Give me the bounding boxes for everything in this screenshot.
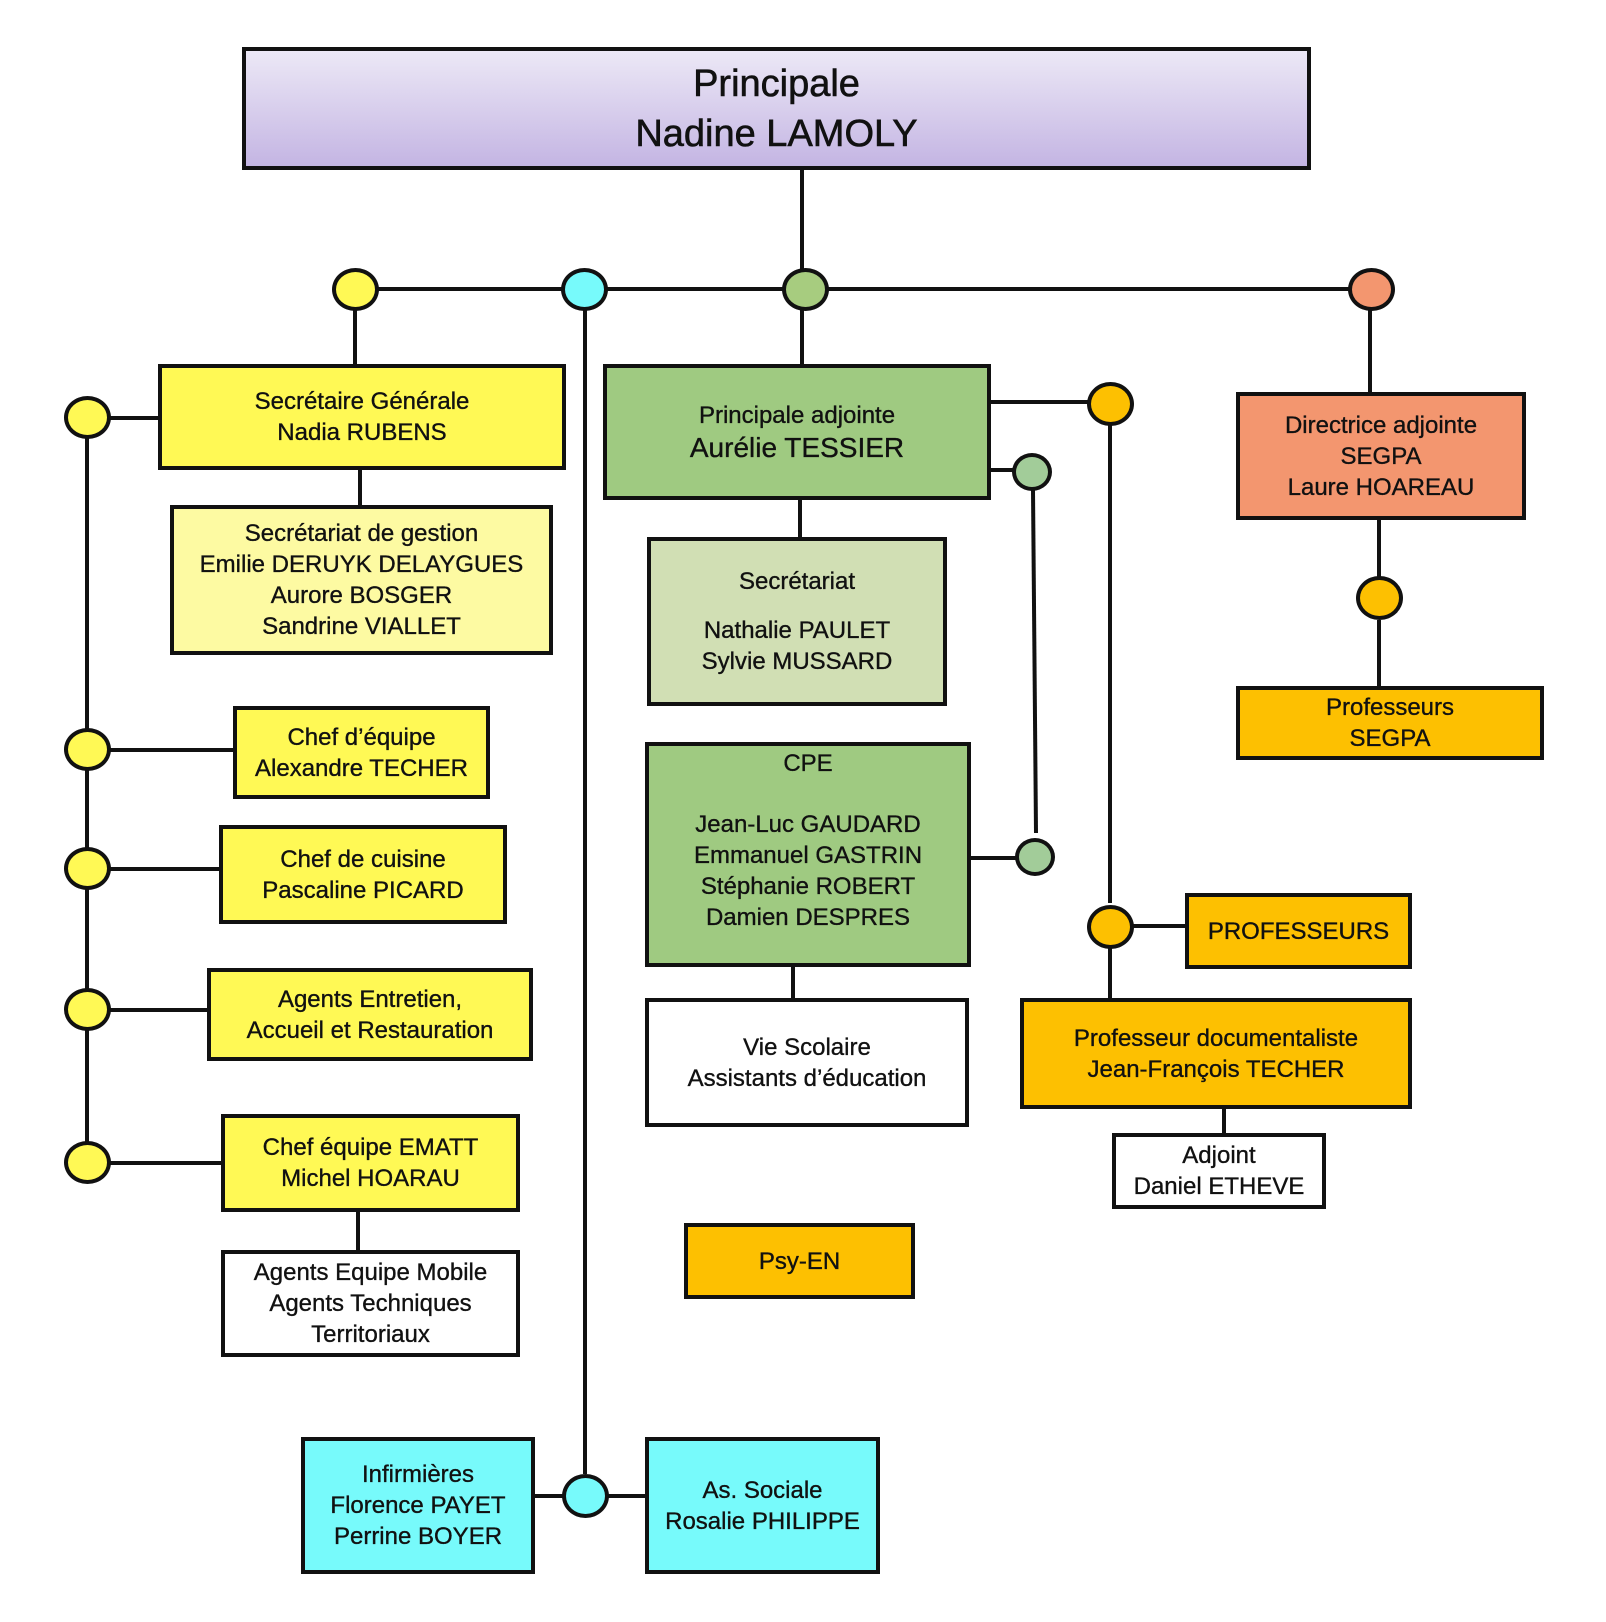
node-yellow-chef-equipe xyxy=(64,728,111,771)
node-yellow-chef-cuisine xyxy=(64,847,111,890)
person-name: Stéphanie ROBERT xyxy=(700,873,916,900)
box-agents-mobile: Agents Equipe Mobile Agents Techniques T… xyxy=(221,1250,520,1357)
role-title: Vie Scolaire xyxy=(743,1033,871,1061)
person-name: Florence PAYET xyxy=(330,1492,506,1519)
node-green-adj xyxy=(1012,453,1052,491)
person-name: Nathalie PAULET xyxy=(703,617,891,644)
role-title: Adjoint xyxy=(1182,1142,1256,1169)
box-infirmieres: Infirmières Florence PAYET Perrine BOYER xyxy=(301,1437,535,1574)
node-yellow-agents xyxy=(64,988,111,1031)
role-title: Chef de cuisine xyxy=(280,845,446,873)
person-name: Alexandre TECHER xyxy=(255,754,468,782)
role-title: As. Sociale xyxy=(702,1476,823,1504)
person-name: Laure HOAREAU xyxy=(1287,473,1475,501)
person-name: Nadia RUBENS xyxy=(277,419,447,446)
node-orange-prof xyxy=(1087,905,1134,949)
person-name: Emmanuel GASTRIN xyxy=(693,842,923,869)
box-psy-en: Psy-EN xyxy=(684,1223,915,1299)
person-name: Pascaline PICARD xyxy=(262,876,464,904)
role-title: CPE xyxy=(783,750,833,777)
role-title: Chef d’équipe xyxy=(287,723,436,751)
person-name: Jean-François TECHER xyxy=(1087,1055,1345,1083)
person-name: Sylvie MUSSARD xyxy=(701,648,893,675)
role-title: Professeurs xyxy=(1325,694,1455,721)
role-title: Secrétariat xyxy=(738,568,856,595)
node-yellow-bus xyxy=(332,268,379,311)
person-name: Aurélie TESSIER xyxy=(689,431,905,463)
person-name: Emilie DERUYK DELAYGUES xyxy=(199,551,524,578)
person-name: Aurore BOSGER xyxy=(270,582,453,609)
person-name: Sandrine VIALLET xyxy=(262,613,461,640)
role-title: Secrétariat de gestion xyxy=(244,520,479,547)
node-orange-segpa xyxy=(1356,576,1403,620)
box-chef-cuisine: Chef de cuisine Pascaline PICARD xyxy=(219,825,507,924)
role-title: Principale xyxy=(693,62,860,105)
box-professeurs: PROFESSEURS xyxy=(1185,893,1412,969)
box-chef-equipe: Chef d’équipe Alexandre TECHER xyxy=(233,706,490,799)
node-cyan-bottom xyxy=(562,1474,609,1518)
role-title: Directrice adjointe xyxy=(1284,411,1478,439)
box-as-sociale: As. Sociale Rosalie PHILIPPE xyxy=(645,1437,880,1574)
node-green-bus xyxy=(782,268,829,311)
role-title: Infirmières xyxy=(361,1461,475,1488)
connector-green-vert xyxy=(1031,489,1038,834)
role-title: SEGPA xyxy=(1340,442,1422,470)
box-agents-entretien: Agents Entretien, Accueil et Restauratio… xyxy=(207,968,533,1061)
role-title: Professeur documentaliste xyxy=(1073,1024,1359,1052)
box-adjoint: Adjoint Daniel ETHEVE xyxy=(1112,1133,1326,1209)
box-vie-scolaire: Vie Scolaire Assistants d’éducation xyxy=(645,998,969,1127)
role-title: Territoriaux xyxy=(311,1321,430,1348)
person-name: Jean-Luc GAUDARD xyxy=(695,811,921,838)
node-yellow-sg xyxy=(64,396,111,439)
box-professeurs-segpa: Professeurs SEGPA xyxy=(1236,686,1544,760)
role-title: Agents Techniques xyxy=(269,1290,472,1317)
box-secretariat-gestion: Secrétariat de gestion Emilie DERUYK DEL… xyxy=(170,505,553,655)
node-orange-adj xyxy=(1087,382,1134,426)
role-title: PROFESSEURS xyxy=(1207,917,1390,945)
role-title: Assistants d’éducation xyxy=(687,1064,927,1092)
box-prof-documentaliste: Professeur documentaliste Jean-François … xyxy=(1020,998,1412,1109)
node-salmon-bus xyxy=(1348,268,1395,311)
box-cpe: CPE Jean-Luc GAUDARD Emmanuel GASTRIN St… xyxy=(645,742,971,967)
role-title: Psy-EN xyxy=(758,1247,841,1275)
role-title: Accueil et Restauration xyxy=(246,1016,494,1044)
box-secretaire-generale: Secrétaire Générale Nadia RUBENS xyxy=(158,364,566,470)
person-name: Michel HOARAU xyxy=(281,1165,460,1192)
person-name: Nadine LAMOLY xyxy=(635,112,918,155)
box-principale: Principale Nadine LAMOLY xyxy=(242,47,1311,170)
node-green-cpe xyxy=(1015,838,1055,876)
role-title: SEGPA xyxy=(1349,725,1431,752)
person-name: Daniel ETHEVE xyxy=(1133,1173,1305,1200)
role-title: Agents Entretien, xyxy=(277,985,463,1013)
box-directrice-segpa: Directrice adjointe SEGPA Laure HOAREAU xyxy=(1236,392,1526,520)
node-yellow-ematt xyxy=(64,1141,111,1184)
person-name: Rosalie PHILIPPE xyxy=(665,1507,860,1535)
box-secretariat: Secrétariat Nathalie PAULET Sylvie MUSSA… xyxy=(647,537,947,706)
person-name: Damien DESPRES xyxy=(705,904,911,931)
node-cyan-bus xyxy=(561,268,608,311)
role-title: Chef équipe EMATT xyxy=(262,1134,479,1161)
role-title: Principale adjointe xyxy=(698,401,896,429)
role-title: Secrétaire Générale xyxy=(254,388,470,415)
box-principale-adjointe: Principale adjointe Aurélie TESSIER xyxy=(603,364,991,500)
box-chef-ematt: Chef équipe EMATT Michel HOARAU xyxy=(221,1114,520,1212)
person-name: Perrine BOYER xyxy=(333,1523,503,1550)
role-title: Agents Equipe Mobile xyxy=(253,1259,488,1286)
